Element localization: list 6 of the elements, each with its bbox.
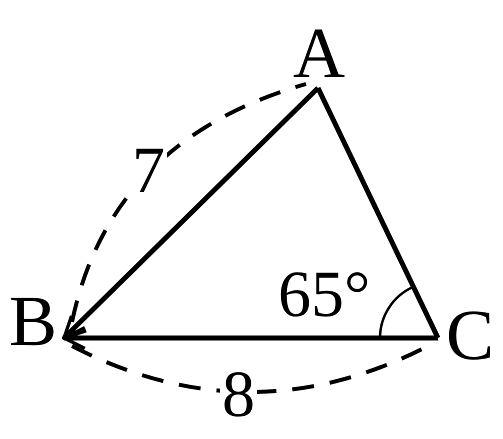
vertex-label: A <box>290 22 348 84</box>
arrow <box>62 326 438 350</box>
line-segment <box>316 86 440 340</box>
vertex-label: C <box>440 300 500 370</box>
arrow <box>62 86 320 340</box>
vertex-label: B <box>4 290 62 352</box>
